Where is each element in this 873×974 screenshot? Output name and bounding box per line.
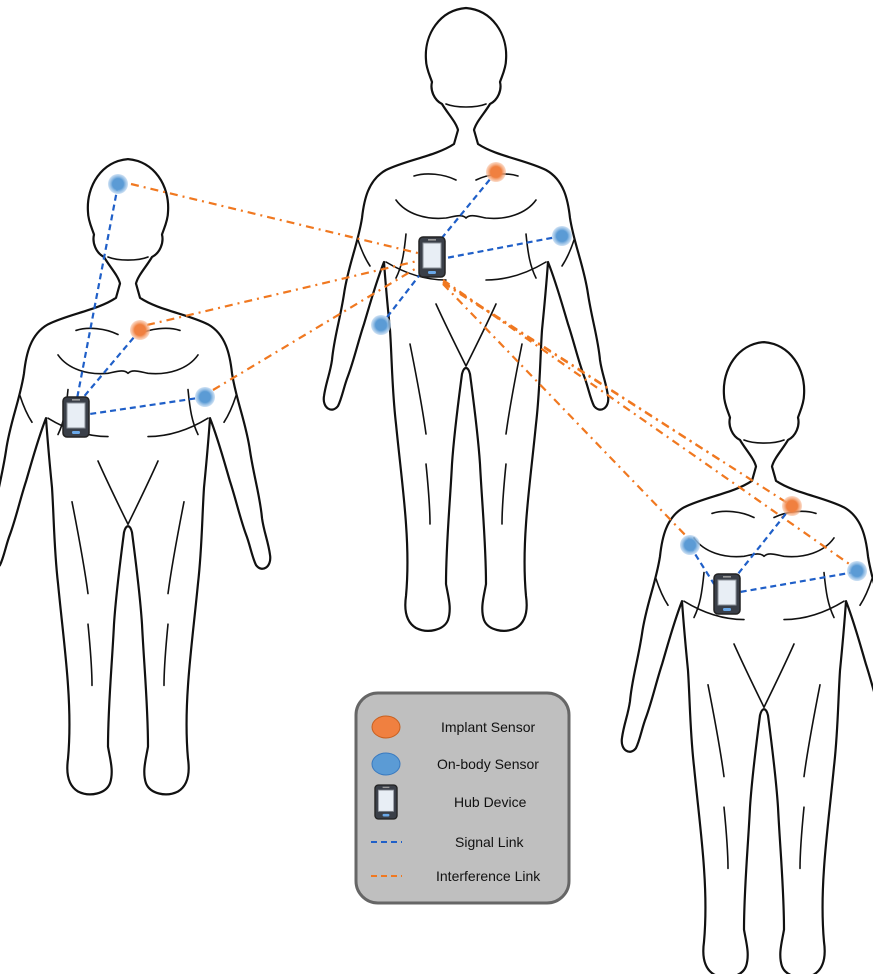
implant-sensor-icon — [372, 716, 400, 738]
sensors — [108, 162, 867, 581]
signal-link — [76, 330, 140, 406]
implant-sensor — [486, 162, 506, 182]
hub-device — [419, 237, 445, 277]
signal-link — [446, 236, 562, 258]
onbody-sensor — [195, 387, 215, 407]
signal-links — [76, 172, 855, 592]
person-left — [0, 159, 270, 794]
implant-sensor — [130, 320, 150, 340]
onbody-sensor — [847, 561, 867, 581]
hub-device-icon — [375, 785, 397, 819]
legend-label: Implant Sensor — [441, 719, 535, 735]
legend-label: On-body Sensor — [437, 756, 539, 772]
signal-link — [730, 506, 792, 584]
onbody-sensor — [108, 174, 128, 194]
implant-sensor — [782, 496, 802, 516]
interference-link — [443, 283, 720, 460]
legend-label: Interference Link — [436, 868, 541, 884]
interference-link — [131, 184, 430, 256]
onbody-sensor-icon — [372, 753, 400, 775]
legend-label: Hub Device — [454, 794, 527, 810]
legend-item-implant: Implant Sensor — [372, 716, 535, 738]
hub-device — [63, 397, 89, 437]
signal-link — [740, 572, 855, 592]
person-center — [324, 8, 609, 631]
legend: Implant Sensor On-body Sensor Hub Device… — [356, 693, 569, 903]
onbody-sensor — [680, 535, 700, 555]
interference-link — [213, 260, 430, 390]
signal-link — [90, 397, 205, 414]
onbody-sensor — [371, 315, 391, 335]
hub-device — [714, 574, 740, 614]
person-right — [622, 342, 873, 974]
onbody-sensor — [552, 226, 572, 246]
legend-label: Signal Link — [455, 834, 524, 850]
